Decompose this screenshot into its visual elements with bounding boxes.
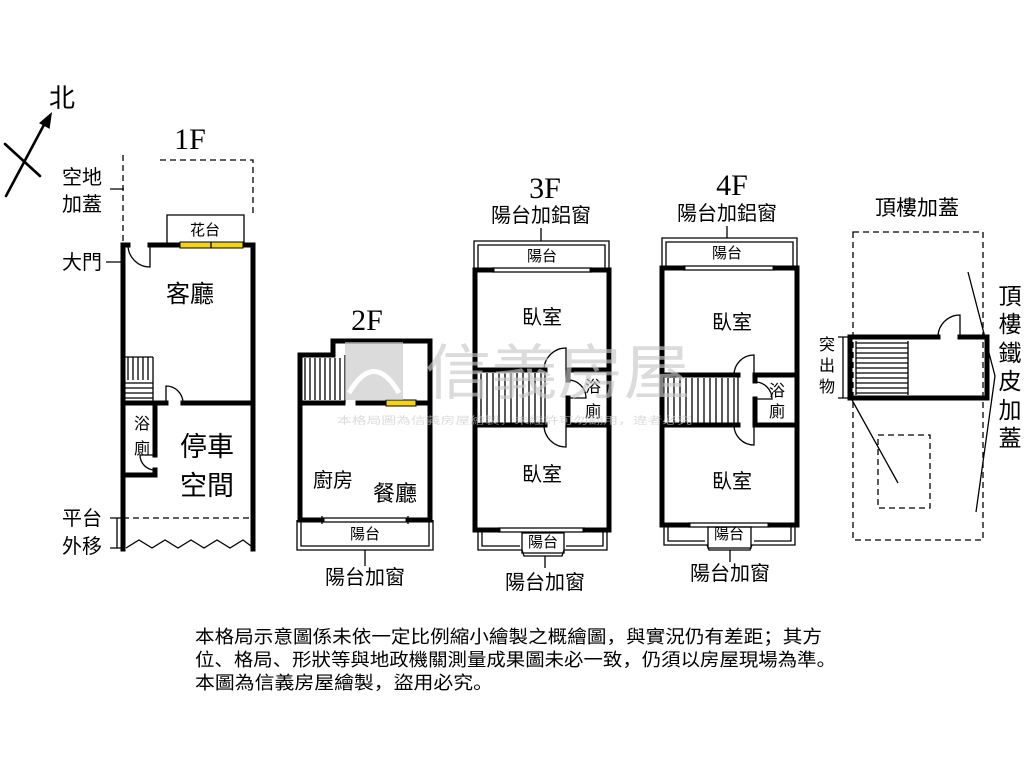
platform-label-line1: 平台: [62, 507, 102, 530]
floor-3f-door-swings: [543, 347, 587, 448]
floor-3f-rear-balcony-note: 陽台加窗: [505, 571, 585, 594]
floor-1f-walls: [120, 242, 256, 552]
floor-4f-rear-bedroom-label: 臥室: [712, 470, 752, 493]
main-door-label: 大門: [62, 251, 102, 274]
floor-1f-staircase: [125, 356, 154, 403]
floor-2f-sliding-door: [321, 516, 409, 524]
floor-4f-front-balcony: [661, 226, 798, 268]
watermark-brand-text: 信義房屋: [425, 340, 690, 407]
brand-logo-roof-curve: [346, 369, 402, 395]
iron-sheet-label-char4: 皮: [999, 368, 1022, 394]
floor-3f-rear-balcony-label: 陽台: [528, 534, 558, 551]
open-space-label-line2: 加蓋: [62, 193, 102, 216]
rooftop-diagonal-line: [851, 399, 899, 484]
floor-4f-title: 4F: [716, 169, 748, 202]
protrusion-label-char1: 突: [819, 336, 835, 354]
floor-1f-dashed-outline: [122, 155, 254, 519]
floor-2f-balcony-note: 陽台加窗: [325, 566, 405, 589]
floor-4f-rear-balcony-label: 陽台: [714, 526, 744, 543]
floor-4f-front-balcony-label: 陽台: [712, 245, 742, 262]
floor-1f-planter-box: [166, 214, 245, 245]
floor-3f-plan: 3F 陽台加鋁窗 陽台 臥室 浴 廁 臥室 陽台 陽台加窗: [472, 172, 612, 594]
disclaimer-block: 本格局示意圖係未依一定比例縮小繪製之概繪圖，與實況仍有差距；其方 位、格局、形狀…: [195, 627, 836, 693]
compass-cross-line: [3, 142, 42, 178]
living-room-label: 客廳: [166, 281, 214, 308]
floor-4f-staircase: [667, 375, 739, 425]
iron-sheet-label-char6: 蓋: [999, 425, 1022, 451]
floor-3f-staircase: [480, 370, 546, 425]
floor-2f-balcony-label: 陽台: [350, 526, 380, 543]
floor-4f-rear-balcony-note: 陽台加窗: [690, 562, 770, 585]
floor-4f-door-swings: [733, 354, 773, 446]
floor-3f-rear-balcony: [477, 530, 608, 568]
floor-2f-title: 2F: [351, 304, 383, 337]
protrusion-bracket: [838, 336, 848, 399]
floor-3f-front-balcony-label: 陽台: [527, 248, 557, 265]
disclaimer-line-1: 本格局示意圖係未依一定比例縮小繪製之概繪圖，與實況仍有差距；其方: [195, 627, 822, 647]
floor-1f-bathroom-label-line2: 廁: [134, 439, 150, 458]
kitchen-label: 廚房: [313, 468, 353, 492]
open-space-label-line1: 空地: [62, 166, 102, 189]
floor-3f-front-balcony: [473, 228, 610, 270]
compass-north-label: 北: [49, 83, 75, 113]
floor-4f-sliding-doors: [683, 265, 775, 528]
protrusion-label-char2: 出: [819, 357, 835, 375]
floor-3f-rear-bedroom-label: 臥室: [522, 463, 562, 486]
protrusion-label-char3: 物: [819, 378, 835, 396]
floor-4f-rear-balcony: [663, 525, 796, 562]
compass-arrow-shaft: [4, 119, 48, 198]
disclaimer-line-3: 本圖為信義房屋繪製，盜用必究。: [195, 673, 493, 693]
brand-logo-icon: [345, 342, 403, 400]
floor-3f-bathroom-label-line2: 廁: [585, 402, 601, 421]
rooftop-door-swing: [937, 314, 961, 338]
floor-1f-door-swings: [127, 244, 184, 471]
floor-4f-front-balcony-note: 陽台加鋁窗: [677, 202, 777, 225]
north-arrow-icon: 北: [3, 83, 75, 198]
planter-label: 花台: [190, 222, 220, 239]
floor-2f-walls: [297, 338, 433, 523]
floor-2f-plan: 2F 廚房 餐廳 陽台 陽台加窗: [296, 304, 434, 589]
floor-4f-front-bedroom-label: 臥室: [712, 311, 752, 334]
parking-space-label-line2: 空間: [180, 471, 234, 501]
floor-1f-title: 1F: [174, 123, 206, 156]
watermark-notice-text: 本格局圖為信義房屋繪製，未經許可勿翻用，違者必究: [337, 414, 692, 427]
floor-1f-label-leaders: [106, 188, 124, 549]
floor-2f-window: [385, 399, 417, 407]
floor-3f-sliding-doors: [492, 267, 592, 533]
brand-watermark: 信義房屋 本格局圖為信義房屋繪製，未經許可勿翻用，違者必究: [337, 340, 692, 427]
dining-room-label: 餐廳: [373, 481, 417, 506]
rooftop-staircase: [855, 341, 909, 395]
iron-sheet-label-char3: 鐵: [999, 340, 1022, 366]
floor-4f-bathroom-label-line2: 廁: [769, 402, 785, 421]
floor-4f-plan: 4F 陽台加鋁窗 陽台 臥室 浴 廁 臥室 陽台 陽台加窗: [659, 169, 800, 585]
floor-1f-plan: 1F 空地 加蓋 大門 花台 客廳 浴 廁 停車 空間 平台 外移: [62, 123, 256, 558]
disclaimer-line-2: 位、格局、形狀等與地政機關測量成果圖未必一致，仍須以房屋現場為準。: [195, 650, 836, 670]
floor-3f-front-balcony-note: 陽台加鋁窗: [491, 204, 591, 227]
floor-3f-bathroom-label-line1: 浴: [585, 378, 601, 396]
platform-label-line2: 外移: [62, 535, 102, 558]
floor-4f-bathroom-label-line1: 浴: [769, 382, 785, 400]
compass-arrowhead: [39, 112, 52, 129]
iron-sheet-label-char5: 加: [999, 397, 1022, 423]
rooftop-stair-housing-walls: [847, 334, 990, 401]
floor-1f-folding-door: [125, 539, 252, 549]
iron-sheet-label-char1: 頂: [999, 283, 1022, 309]
floor-3f-front-bedroom-label: 臥室: [522, 306, 562, 329]
rooftop-plan: 頂樓加蓋 突 出 物 頂 樓 鐵 皮 加 蓋: [819, 197, 1022, 541]
floor-1f-bathroom-label-line1: 浴: [134, 415, 150, 433]
rooftop-title: 頂樓加蓋: [875, 197, 959, 220]
rooftop-dashed-outlines: [852, 231, 984, 541]
floor-4f-walls: [659, 265, 800, 528]
floor-3f-title: 3F: [529, 172, 561, 205]
floor-3f-walls: [472, 267, 612, 533]
floor-2f-staircase: [304, 355, 346, 403]
iron-sheet-addition-bracket: [967, 271, 996, 513]
parking-space-label-line1: 停車: [180, 432, 234, 462]
iron-sheet-label-char2: 樓: [999, 311, 1022, 337]
